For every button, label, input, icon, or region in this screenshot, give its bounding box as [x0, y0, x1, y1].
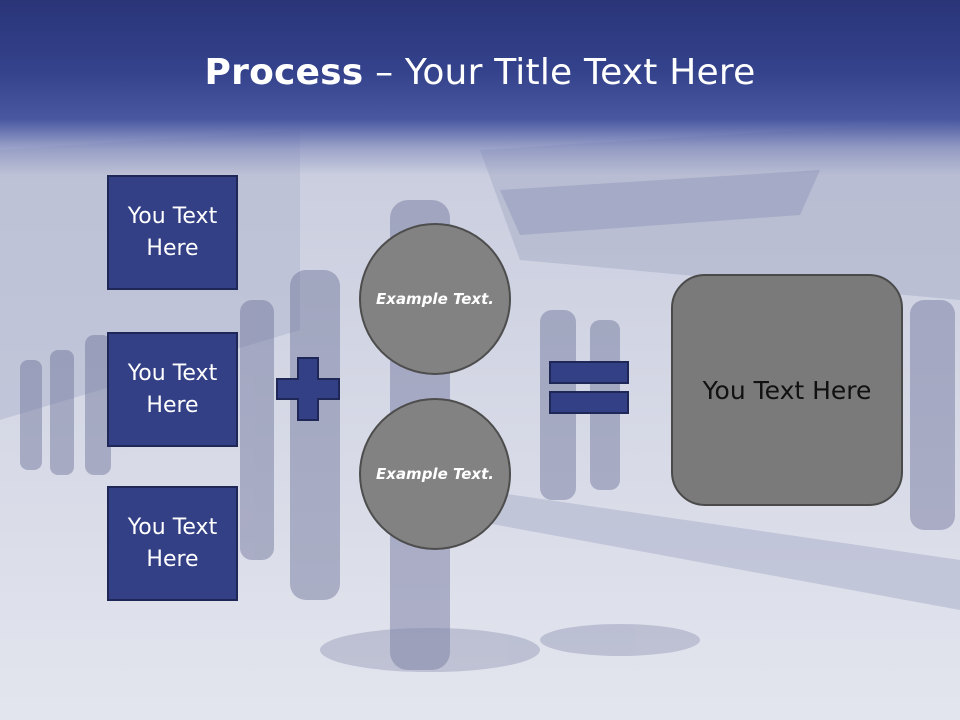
title-band	[0, 0, 960, 175]
text-box-2[interactable]: You Text Here	[107, 332, 238, 447]
slide-title: Process – Your Title Text Here	[0, 52, 960, 93]
plus-icon	[276, 357, 340, 421]
equals-icon	[549, 361, 629, 414]
title-rest: – Your Title Text Here	[363, 52, 756, 93]
title-strong: Process	[204, 52, 364, 93]
circle-2[interactable]: Example Text.	[359, 398, 511, 550]
text-box-1[interactable]: You Text Here	[107, 175, 238, 290]
result-box[interactable]: You Text Here	[671, 274, 903, 506]
text-box-3[interactable]: You Text Here	[107, 486, 238, 601]
circle-1[interactable]: Example Text.	[359, 223, 511, 375]
